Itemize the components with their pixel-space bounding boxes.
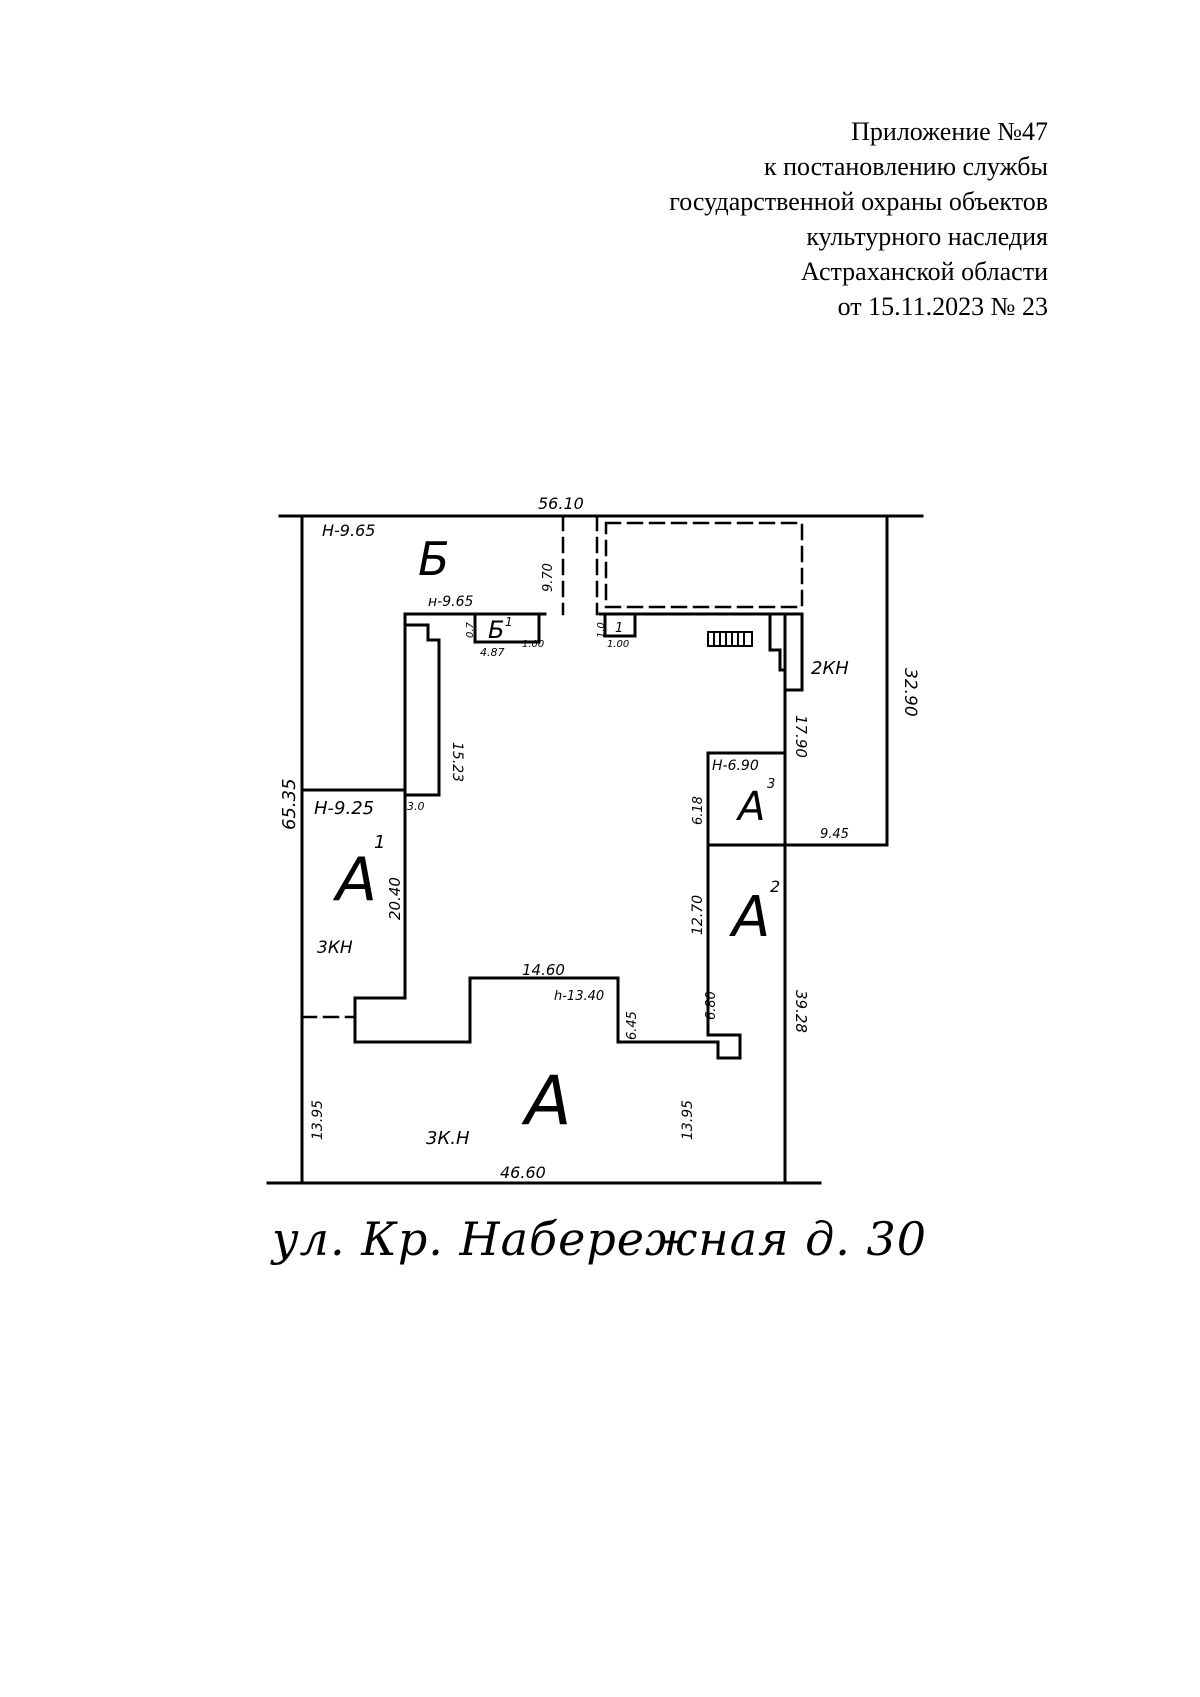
dimension-labels: 56.10 46.60 14.60 9.45 4.87 1.00 1.00 3.… [279,494,920,1182]
label-mat-3kn-bottom: 3К.Н [426,1128,470,1149]
building-a1 [300,788,407,1000]
building-labels: Б Б 1 1 А А 1 А 2 А 3 2КН 3КН 3К.Н [317,532,849,1149]
dim-a1-small: 3.0 [407,800,425,813]
dim-a2-height: 12.70 [690,895,706,935]
label-a1: А [332,845,377,915]
label-mat-3kn: 3КН [317,938,353,958]
dim-b1-width: 4.87 [480,646,505,659]
dim-bottom: 46.60 [500,1163,546,1182]
dim-top: 56.10 [538,494,584,513]
header-heritage-line: культурного наследия [806,222,1048,251]
dim-small-box: 1.00 [607,639,629,650]
height-a-court: h-13.40 [554,989,604,1004]
label-b1-sup: 1 [505,615,513,629]
label-b1: Б [488,616,504,644]
dim-a-right: 13.95 [680,1100,696,1140]
dim-right-lower: 39.28 [792,990,810,1033]
dim-small-side: 1.0 [596,622,607,638]
label-a3: А [735,784,765,830]
dim-b1-side: 0.7 [465,621,476,638]
dashed-structures [300,514,804,1019]
annex-b1 [473,612,637,644]
label-small: 1 [615,621,623,636]
label-a1-sup: 1 [374,832,385,853]
street-address-caption: ул. Кр. Набережная д. 30 [272,1212,928,1266]
label-a2-sup: 2 [770,877,780,896]
plot-boundary [266,514,924,1185]
dim-right-mid: 17.90 [792,715,810,758]
dim-b-gap: 9.70 [541,563,556,592]
header-appendix-line: Приложение №47 [851,117,1048,146]
label-a2: А [729,885,770,950]
height-a1: Н-9.25 [314,798,374,819]
height-b: Н-9.65 [322,521,375,540]
header-region-line: Астраханской области [800,257,1048,286]
header-date-line: от 15.11.2023 № 23 [837,292,1048,321]
dim-a3-height: 6.18 [691,796,706,825]
height-a3: Н-6.90 [712,758,759,774]
height-b-inner: н-9.65 [428,594,473,610]
dim-a-step2: 6.80 [704,991,719,1020]
building-a2-a3 [706,751,787,847]
building-a [353,843,742,1060]
dim-left-total: 65.35 [279,778,300,830]
dim-b1-small: 1.00 [522,639,544,650]
dim-a-step-width: 9.45 [820,827,849,842]
label-a3-sup: 3 [767,777,775,792]
label-mat-2kn: 2КН [811,658,849,679]
dim-a-step1: 6.45 [625,1011,640,1040]
dim-a1-height: 20.40 [386,877,404,920]
height-labels: Н-9.65 н-9.65 Н-9.25 Н-6.90 h-13.40 [314,521,759,1004]
dim-right-upper: 32.90 [900,668,920,717]
label-b: Б [418,532,450,586]
dim-left-bottom: 13.95 [310,1100,326,1140]
dim-courtyard: 14.60 [522,961,565,979]
stairs-icon [707,631,753,647]
header-resolution-line: к постановлению службы [763,152,1048,181]
label-a: А [521,1062,572,1141]
dim-b-wing: 15.23 [449,742,465,782]
document-header: Приложение №47 к постановлению службы го… [669,114,1048,324]
header-agency-line: государственной охраны объектов [669,187,1048,216]
